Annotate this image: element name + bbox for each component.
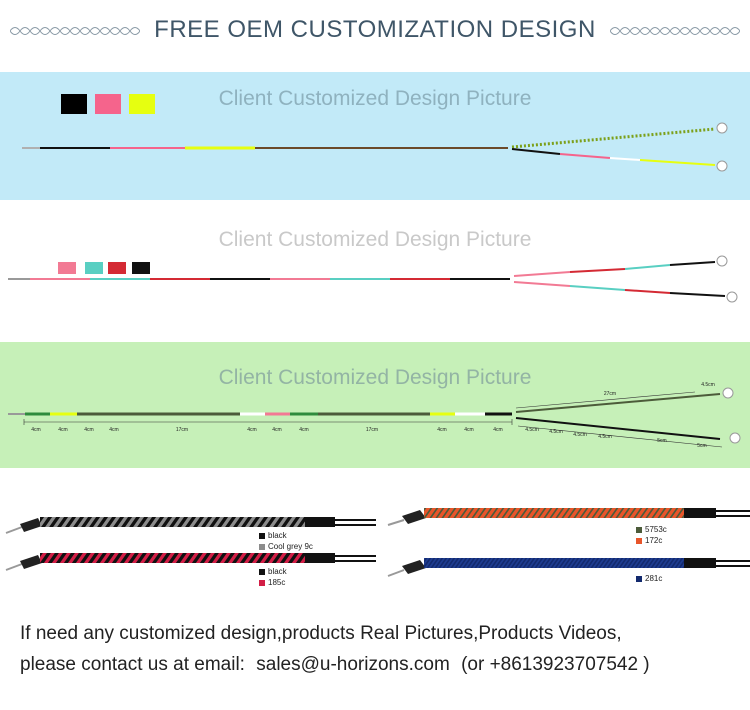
legend-label: black xyxy=(268,531,287,540)
panel-caption: Client Customized Design Picture xyxy=(218,228,532,251)
panel-caption: Client Customized Design Picture xyxy=(218,366,532,389)
measure-label: 17cm xyxy=(366,427,378,433)
measure-label: 4.5cm xyxy=(598,434,612,440)
phone-contact: (or +8613923707542 ) xyxy=(461,654,650,675)
color-legend-4: 281c xyxy=(636,573,662,584)
legend-label: 5753c xyxy=(645,525,667,534)
earphone-cable-measurements: 4cm 4cm 4cm 4cm 17cm 4cm 4cm 4cm 17cm 4c… xyxy=(8,382,741,449)
decorative-chain-right xyxy=(610,27,740,35)
color-swatch xyxy=(108,262,126,274)
legend-label: black xyxy=(268,567,287,576)
measure-label: 4cm xyxy=(437,427,446,433)
measure-label: 4cm xyxy=(31,427,40,433)
color-swatch xyxy=(85,262,103,274)
cable-navy xyxy=(387,558,750,577)
measure-label: 4cm xyxy=(272,427,281,433)
header: FREE OEM CUSTOMIZATION DESIGN xyxy=(0,0,750,70)
measure-label: 4cm xyxy=(464,427,473,433)
footer-prefix: please contact us at email: xyxy=(20,654,245,675)
design-panel-1: Client Customized Design Picture xyxy=(0,72,750,200)
cable-products xyxy=(5,508,750,577)
decorative-chain-left xyxy=(10,27,140,35)
legend-label: 185c xyxy=(268,578,286,587)
measure-label: 4cm xyxy=(493,427,502,433)
color-swatch xyxy=(132,262,150,274)
measure-label: 4cm xyxy=(109,427,118,433)
cable-orange xyxy=(387,508,750,526)
measure-label: 4cm xyxy=(58,427,67,433)
color-legend-1: black Cool grey 9c xyxy=(259,530,313,552)
cable-red-black xyxy=(5,553,376,571)
legend-label: 172c xyxy=(645,536,663,545)
design-panel-3: Client Customized Design Picture 4cm 4cm… xyxy=(0,342,750,468)
color-legend-3: 5753c 172c xyxy=(636,524,667,546)
measure-label: 4cm xyxy=(84,427,93,433)
measure-label: 5cm xyxy=(697,443,706,449)
measure-label: 4.5cm xyxy=(573,432,587,438)
cable-grey-black xyxy=(5,517,376,534)
design-panel-2: Client Customized Design Picture xyxy=(0,202,750,337)
measure-label: 4.5cm xyxy=(701,382,715,388)
measure-label: 27cm xyxy=(604,391,616,397)
color-swatch xyxy=(58,262,76,274)
measure-label: 5cm xyxy=(657,438,666,444)
measure-label: 4cm xyxy=(299,427,308,433)
legend-label: 281c xyxy=(645,574,663,583)
measure-label: 4.5cm xyxy=(549,429,563,435)
footer-line-2: please contact us at email: sales@u-hori… xyxy=(20,649,650,680)
contact-footer: If need any customized design,products R… xyxy=(20,618,650,680)
measure-label: 4cm xyxy=(247,427,256,433)
color-swatch xyxy=(61,94,87,114)
measure-label: 17cm xyxy=(176,427,188,433)
color-legend-2: black 185c xyxy=(259,566,287,588)
email-link[interactable]: sales@u-horizons.com xyxy=(256,654,450,675)
color-swatch xyxy=(129,94,155,114)
color-swatch xyxy=(95,94,121,114)
earphone-cable-diagram xyxy=(22,122,728,172)
measure-label: 4.5cm xyxy=(525,427,539,433)
panel-caption: Client Customized Design Picture xyxy=(218,87,532,110)
footer-line-1: If need any customized design,products R… xyxy=(20,623,622,644)
page-title: FREE OEM CUSTOMIZATION DESIGN xyxy=(154,16,596,43)
earphone-cable-diagram xyxy=(8,255,738,303)
legend-label: Cool grey 9c xyxy=(268,542,313,551)
